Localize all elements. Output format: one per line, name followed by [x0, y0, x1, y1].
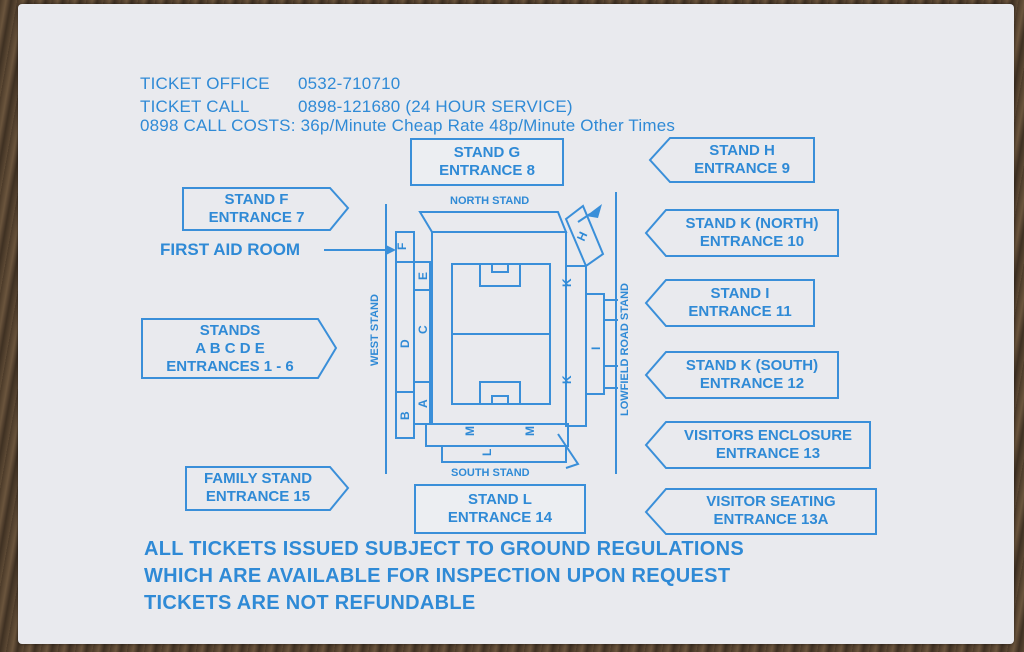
call-costs: 0898 CALL COSTS: 36p/Minute Cheap Rate 4… [140, 116, 676, 135]
stand-f-line1: STAND F [224, 191, 289, 208]
visitors-enclosure-line1: VISITORS ENCLOSURE [683, 427, 853, 444]
south-stand-label: SOUTH STAND [451, 467, 530, 479]
stand-i-label: STAND I ENTRANCE 11 [666, 285, 814, 321]
stand-f-arrow-shape [182, 187, 350, 231]
map-letter-k-south: K [560, 375, 574, 384]
stand-i-arrow-shape [644, 279, 815, 327]
map-letter-f: F [395, 243, 409, 250]
stand-l-line2: ENTRANCE 14 [447, 509, 553, 526]
stand-h-line1: STAND H [709, 142, 775, 159]
family-stand-line2: ENTRANCE 15 [205, 488, 311, 505]
stand-g-box: STAND G ENTRANCE 8 [410, 138, 564, 186]
map-letter-m-left: M [463, 426, 477, 436]
stand-h-label: STAND H ENTRANCE 9 [670, 142, 814, 178]
visitors-enclosure-label: VISITORS ENCLOSURE ENTRANCE 13 [666, 427, 870, 463]
family-stand-line1: FAMILY STAND [203, 470, 313, 487]
stand-f-label: STAND F ENTRANCE 7 [183, 191, 330, 227]
stand-l-line1: STAND L [468, 491, 532, 508]
stand-h-line2: ENTRANCE 9 [694, 160, 790, 177]
stadium-map: NORTH STAND SOUTH STAND WEST STAND LOWFI… [141, 137, 877, 535]
stand-f-line2: ENTRANCE 7 [208, 209, 305, 226]
visitors-enclosure-line2: ENTRANCE 13 [715, 445, 821, 462]
first-aid-arrowhead [386, 245, 396, 255]
map-letter-m-right: M [523, 426, 537, 436]
visitors-enclosure-arrow-shape [644, 421, 871, 469]
stands-abcde-line1: STANDS [199, 322, 261, 339]
stands-abcde-line2: A B C D E [195, 340, 265, 357]
family-stand-arrow-shape [185, 466, 350, 511]
map-letter-c: C [416, 325, 430, 334]
ticket-office-number: 0532-710710 [298, 74, 401, 93]
map-letter-b: B [398, 411, 412, 420]
stand-k-north-arrow-shape [644, 209, 839, 257]
stand-k-south-line2: ENTRANCE 12 [699, 375, 805, 392]
map-letter-a: A [416, 399, 430, 408]
stand-h-arrow-shape [648, 137, 815, 183]
stand-k-south-arrow-shape [644, 351, 839, 399]
footer-line3: TICKETS ARE NOT REFUNDABLE [144, 592, 476, 614]
stand-k-north-line1: STAND K (NORTH) [685, 215, 819, 232]
footer-line1: ALL TICKETS ISSUED SUBJECT TO GROUND REG… [144, 538, 744, 560]
east-stand-label: LOWFIELD ROAD STAND [619, 283, 631, 416]
stand-i-line2: ENTRANCE 11 [688, 303, 792, 320]
map-letter-k-north: K [560, 278, 574, 287]
stand-g-line1: STAND G [453, 144, 521, 161]
map-letter-e: E [416, 272, 430, 280]
map-letter-i: I [589, 347, 603, 350]
visitor-seating-label: VISITOR SEATING ENTRANCE 13A [666, 493, 876, 529]
stands-abcde-label: STANDS A B C D E ENTRANCES 1 - 6 [142, 322, 318, 376]
map-letter-l: L [480, 449, 494, 456]
ticket-office-label: TICKET OFFICE [140, 74, 270, 93]
stands-abcde-line3: ENTRANCES 1 - 6 [166, 358, 294, 375]
stand-k-south-line1: STAND K (SOUTH) [685, 357, 819, 374]
family-stand-label: FAMILY STAND ENTRANCE 15 [186, 470, 330, 506]
visitor-seating-arrow-shape [644, 488, 877, 535]
stand-l-box: STAND L ENTRANCE 14 [414, 484, 586, 534]
first-aid-label: FIRST AID ROOM [160, 240, 301, 259]
north-stand-label: NORTH STAND [450, 195, 529, 207]
visitor-seating-line1: VISITOR SEATING [706, 493, 836, 510]
stand-k-north-label: STAND K (NORTH) ENTRANCE 10 [666, 215, 838, 251]
ticket-card: TICKET OFFICE 0532-710710 TICKET CALL 08… [18, 4, 1014, 644]
ticket-call-label: TICKET CALL [140, 97, 250, 116]
stand-g-line2: ENTRANCE 8 [439, 162, 535, 179]
stand-k-north-line2: ENTRANCE 10 [699, 233, 805, 250]
visitor-seating-line2: ENTRANCE 13A [713, 511, 829, 528]
footer-line2: WHICH ARE AVAILABLE FOR INSPECTION UPON … [144, 565, 731, 587]
map-letter-d: D [398, 339, 412, 348]
stand-i-line1: STAND I [710, 285, 770, 302]
stand-k-south-label: STAND K (SOUTH) ENTRANCE 12 [666, 357, 838, 393]
stands-abcde-arrow-shape [141, 318, 338, 379]
west-stand-label: WEST STAND [369, 294, 381, 366]
ticket-call-number: 0898-121680 (24 HOUR SERVICE) [298, 97, 573, 116]
